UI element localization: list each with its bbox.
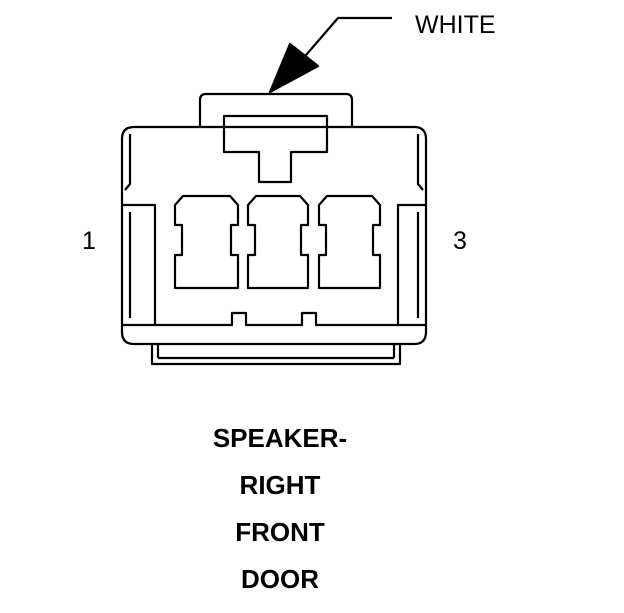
connector-name-line-4: DOOR [241,564,319,594]
housing-inner-face [124,134,132,191]
connector-name-line-3: FRONT [235,517,325,547]
pin-cavity-3 [317,194,382,290]
bottom-lock-bar [150,344,402,366]
pin-cavity-1 [173,194,240,290]
pin-cavity-2 [246,194,310,290]
leader-line [299,16,392,63]
housing-inner-face-right [416,134,424,191]
pin-number-right: 3 [453,227,467,255]
connector-name-line-2: RIGHT [239,470,321,500]
leader-arrowhead [268,42,320,94]
connector-diagram [120,16,428,366]
connector-housing [120,125,428,346]
side-rail-left [122,203,157,327]
connector-name-line-1: SPEAKER- [212,423,348,453]
connector-name: SPEAKER- RIGHT FRONT DOOR [180,425,380,613]
side-rail-right [396,203,426,327]
housing-bottom-edge [155,311,398,327]
latch-tab [198,92,354,127]
wire-color-label: WHITE [415,11,496,39]
pin-number-left: 1 [82,227,96,255]
